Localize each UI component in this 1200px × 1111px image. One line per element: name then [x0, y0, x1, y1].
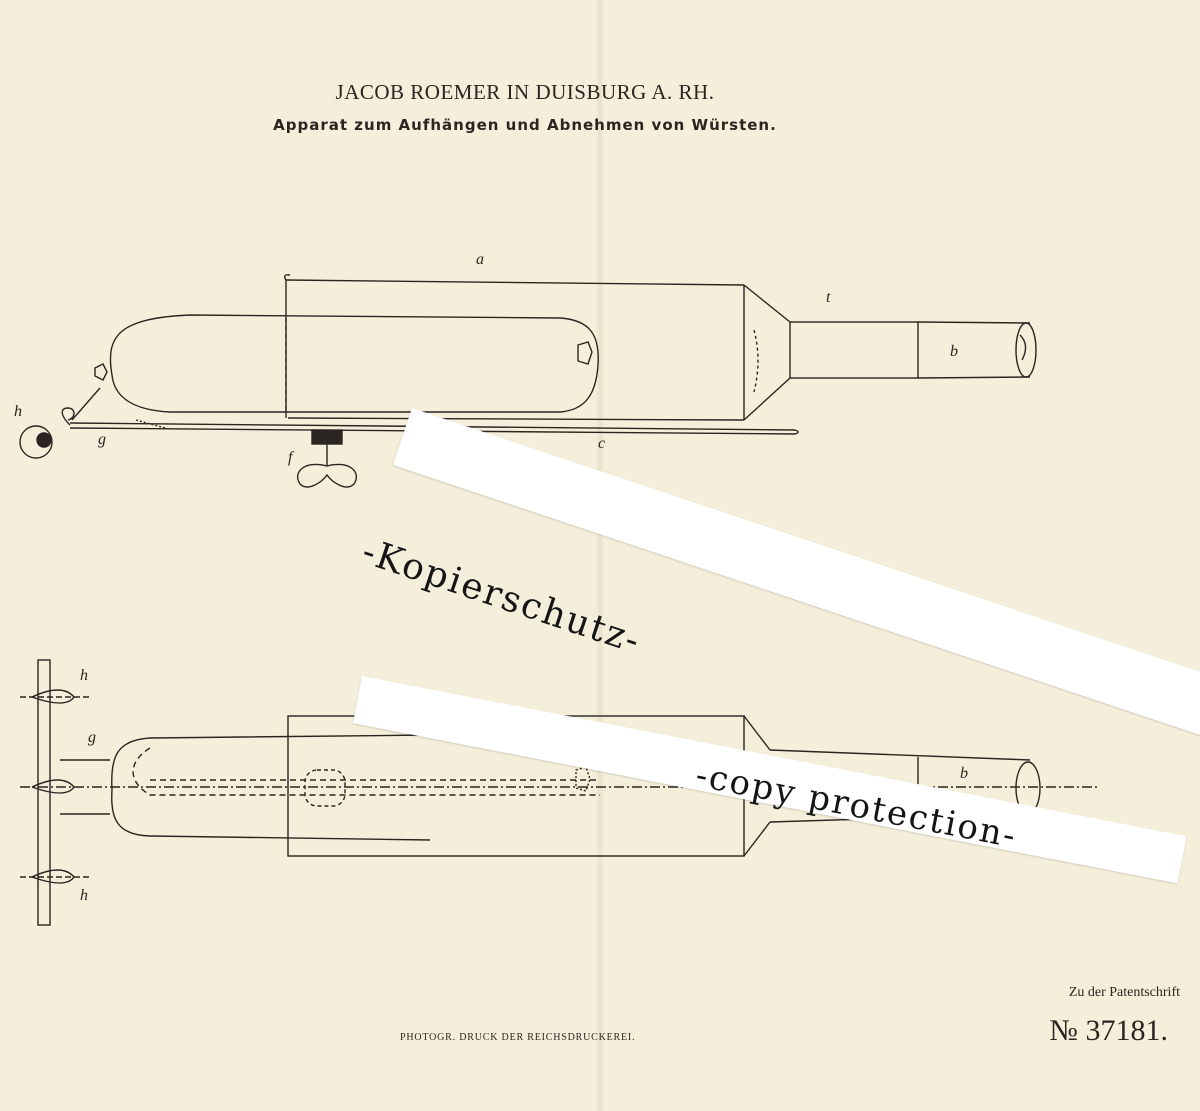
label-t: t — [826, 289, 831, 306]
label-h-2: h — [80, 667, 88, 684]
label-g: g — [98, 431, 106, 448]
printer-credit: PHOTOGR. DRUCK DER REICHSDRUCKEREI. — [400, 1032, 635, 1043]
label-g-2: g — [88, 729, 96, 746]
label-h-3: h — [80, 887, 88, 904]
patent-reference-label: Zu der Patentschrift — [1069, 985, 1180, 1001]
label-f: f — [288, 449, 295, 466]
label-b: b — [950, 343, 958, 360]
label-a: a — [476, 251, 484, 268]
label-c: c — [598, 435, 605, 452]
label-h: h — [14, 403, 22, 420]
patent-number: № 37181. — [1049, 1014, 1168, 1048]
label-b-2: b — [960, 765, 968, 782]
